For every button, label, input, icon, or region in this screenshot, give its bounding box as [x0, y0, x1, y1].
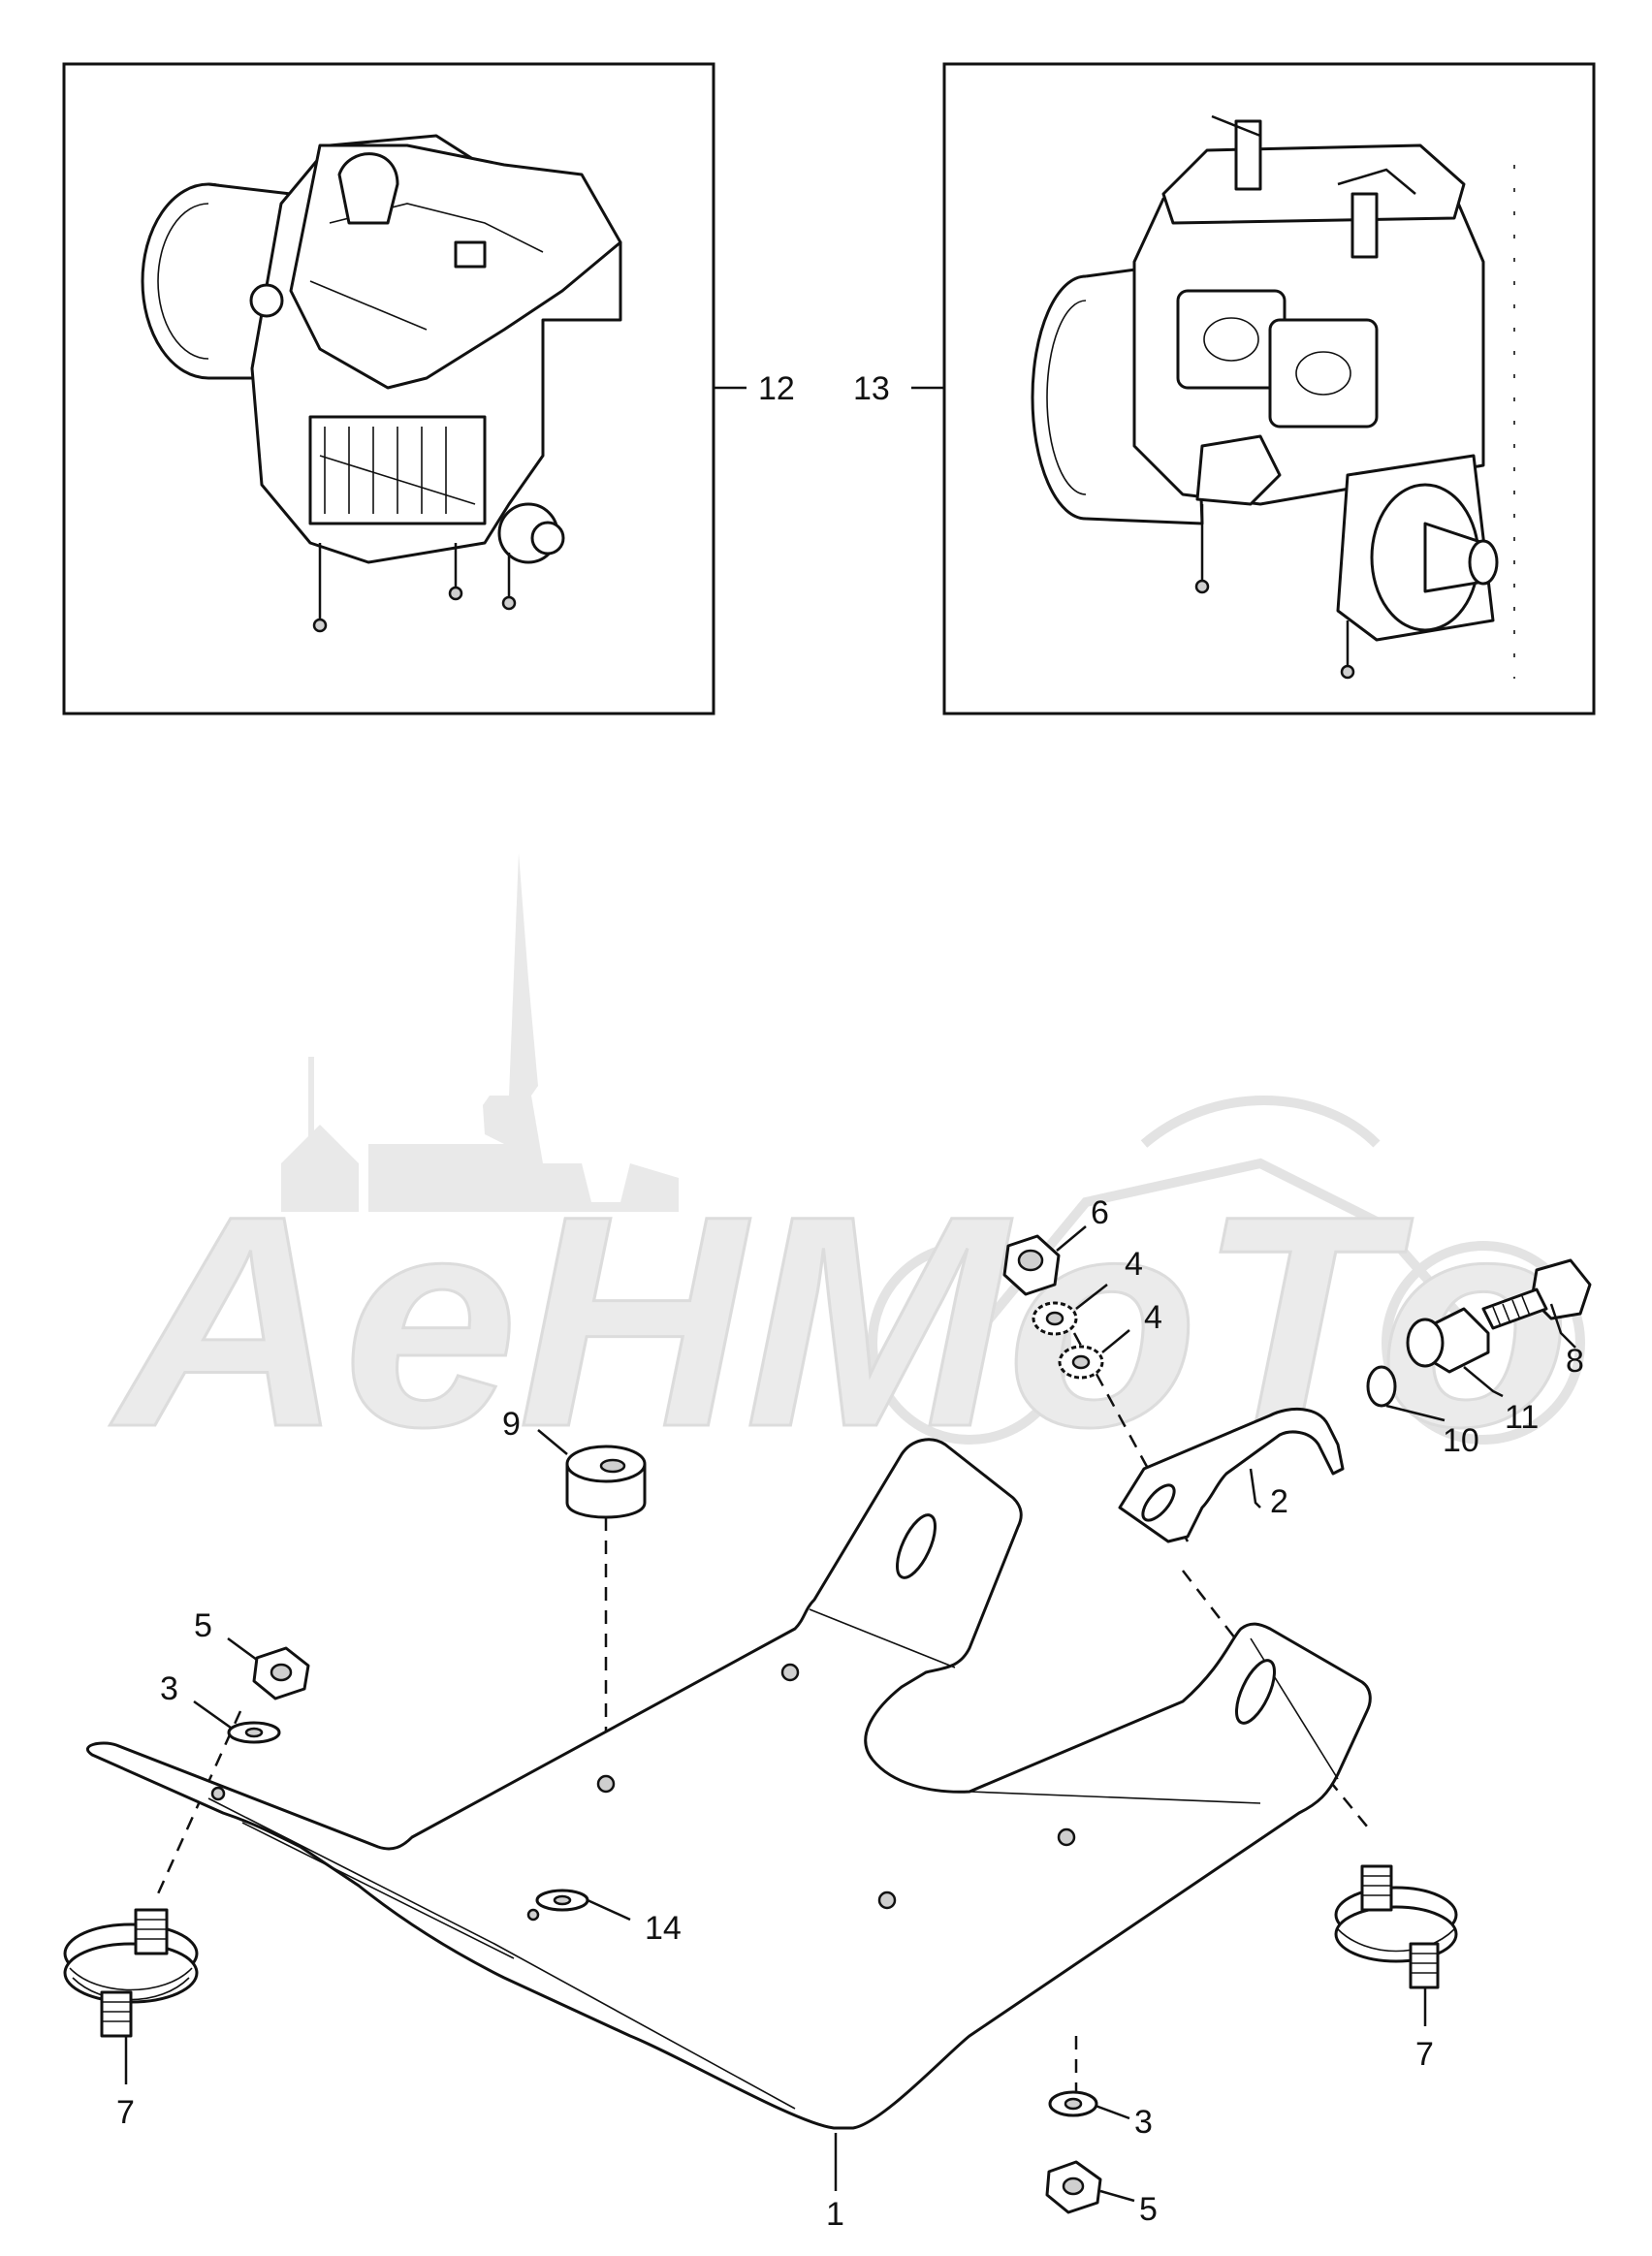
callout-leaders: [124, 1225, 1576, 2203]
rubber-mount-part-9: [565, 1445, 647, 1519]
callout-6: 6: [1091, 1194, 1109, 1231]
nut-part-5-lower: [1045, 2160, 1102, 2214]
engine-13-drawing: [1031, 114, 1515, 680]
callout-9: 9: [502, 1406, 521, 1443]
callout-12: 12: [758, 370, 795, 407]
washer-part-3-lower: [1048, 2090, 1098, 2117]
callout-13: 13: [853, 370, 890, 407]
nut-part-5-upper: [252, 1646, 310, 1700]
o-ring-part-10: [1366, 1365, 1397, 1408]
skid-plate: [85, 1438, 1372, 2130]
callout-1: 1: [826, 2196, 844, 2233]
washer-part-14: [535, 1889, 589, 1912]
callout-3-upper: 3: [160, 1670, 178, 1707]
callout-8: 8: [1566, 1343, 1584, 1380]
callout-14: 14: [645, 1910, 682, 1947]
callout-2: 2: [1270, 1483, 1288, 1520]
watermark: AeHMoTo: [105, 853, 1585, 1491]
nut-part-6: [1002, 1234, 1061, 1296]
watermark-text: AeHMoTo: [107, 1153, 1571, 1489]
lock-washer-part-4a: [1032, 1301, 1078, 1336]
bracket-part-2: [1118, 1407, 1345, 1543]
skid-plate-part-1: [85, 1438, 1372, 2130]
engine-12-drawing: [141, 134, 622, 633]
callout-5-lower: 5: [1139, 2191, 1158, 2228]
callout-7-right: 7: [1415, 2036, 1434, 2073]
engine-assembly-13-panel: [942, 62, 1596, 715]
engine-assembly-12-panel: [62, 62, 715, 715]
castle-silhouette-watermark: [281, 853, 679, 1212]
engine-mount-part-7-left: [63, 1908, 199, 2038]
lock-washer-part-4b: [1058, 1345, 1104, 1380]
callout-4b: 4: [1144, 1299, 1162, 1336]
engine-mount-part-7-right: [1334, 1864, 1458, 1989]
callout-4a: 4: [1125, 1246, 1143, 1283]
callout-11: 11: [1505, 1399, 1539, 1436]
callout-7-left: 7: [116, 2094, 135, 2131]
callout-3-lower: 3: [1134, 2104, 1153, 2141]
bolt-part-8: [1481, 1258, 1592, 1330]
washer-part-3-upper: [227, 1721, 281, 1744]
callout-5-upper: 5: [194, 1607, 212, 1644]
callout-10: 10: [1443, 1422, 1479, 1459]
spacer-part-11: [1406, 1307, 1490, 1374]
